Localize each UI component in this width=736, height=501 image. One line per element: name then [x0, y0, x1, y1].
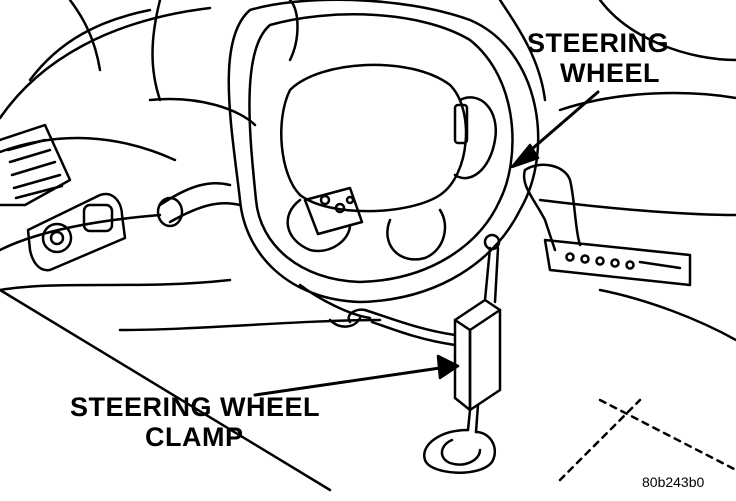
turn-signal-stalk	[156, 181, 242, 228]
figure-code: 80b243b0	[642, 474, 705, 490]
air-vent	[0, 123, 72, 207]
clamp-label-line2: CLAMP	[145, 422, 244, 452]
headlamp-switch-panel	[26, 192, 127, 272]
gear-selector	[522, 163, 692, 287]
clamp-label-line1: STEERING WHEEL	[70, 392, 321, 422]
steering-wheel-label-line2: WHEEL	[560, 58, 660, 88]
callout-arrows	[253, 90, 600, 397]
steering-wheel	[227, 0, 540, 304]
steering-wheel-label-line1: STEERING	[527, 28, 670, 58]
dashboard-outline	[0, 0, 736, 342]
seat-and-floor	[0, 288, 736, 492]
steering-wheel-clamp	[347, 233, 502, 474]
